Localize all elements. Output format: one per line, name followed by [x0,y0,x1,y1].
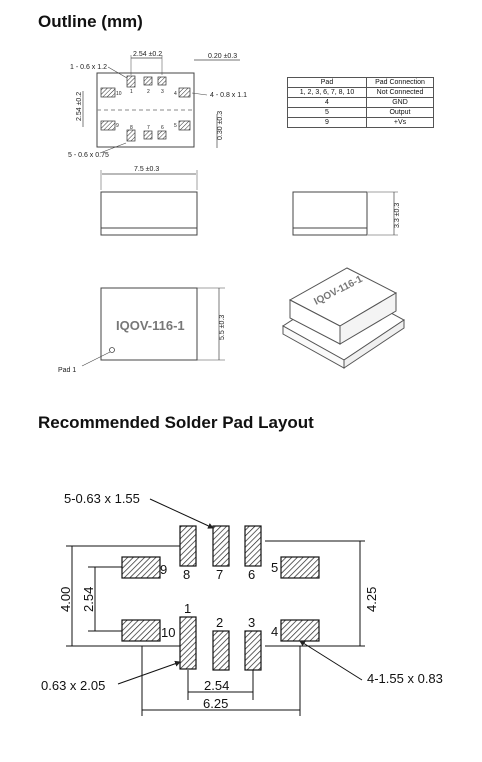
outline-side-view [100,170,398,236]
dim-left-outer: 4.00 [58,587,73,612]
pad-4-top [178,87,191,98]
tv-pin-8: 8 [130,125,133,131]
solder-pad-1 [179,616,197,670]
dim-height: 3.3 ±0.3 [394,203,401,228]
table-cell: Not Connected [366,87,434,98]
dim-edge-side: 0.30 ±0.3 [217,111,224,140]
tv-pin-4: 4 [174,91,177,97]
dim-length: 7.5 ±0.3 [134,166,159,173]
pin-5: 5 [271,560,278,575]
dim-row-pitch: 2.54 ±0.2 [76,92,83,121]
pad-1 [126,75,136,88]
solder-pad-layout [66,498,365,716]
tv-pin-9: 9 [116,123,119,129]
table-header-pad: Pad [287,77,367,88]
solder-pad-5 [280,556,320,579]
callout-right: 4-1.55 x 0.83 [367,671,443,686]
solder-layout-title: Recommended Solder Pad Layout [38,413,314,432]
outline-marking-view [81,287,225,367]
table-cell: 5 [287,107,367,118]
dim-pad-pitch: 2.54 ±0.2 [133,51,162,58]
solder-pad-9 [121,556,161,579]
outline-iso-view [282,267,405,369]
solder-pad-6 [244,525,262,567]
pad-6 [126,129,136,142]
tv-pin-10: 10 [116,91,122,97]
tv-pin-3: 3 [161,89,164,95]
pad-connection-table: Pad Pad Connection 1, 2, 3, 6, 7, 8, 10 … [287,77,434,128]
outline-top-view [82,55,240,154]
pad-10-top [100,87,116,98]
pin-4: 4 [271,624,278,639]
pin-1: 1 [184,601,191,616]
callout-top: 5-0.63 x 1.55 [64,491,140,506]
pad-5-bottom [178,120,191,131]
callout-left: 0.63 x 2.05 [41,678,105,693]
pin-10: 10 [161,625,175,640]
pad-3 [157,76,167,86]
tv-pin-6: 6 [161,125,164,131]
dim-bottom-outer: 6.25 [203,696,228,711]
outline-title: Outline (mm) [38,12,143,31]
tv-pin-5: 5 [174,123,177,129]
tv-pin-7: 7 [147,125,150,131]
table-cell: 1, 2, 3, 6, 7, 8, 10 [287,87,367,98]
table-row: 9 +Vs [287,117,434,128]
pad-8 [157,130,167,140]
solder-pad-2 [212,630,230,671]
table-cell: Output [366,107,434,118]
pin-9: 9 [160,562,167,577]
table-cell: +Vs [366,117,434,128]
callout-pad-4: 4 - 0.8 x 1.1 [210,92,247,99]
pad1-label: Pad 1 [58,367,76,374]
table-row: 1, 2, 3, 6, 7, 8, 10 Not Connected [287,87,434,98]
dim-edge: 0.20 ±0.3 [208,53,237,60]
pin-2: 2 [216,615,223,630]
pad-2 [143,76,153,86]
solder-pad-8 [179,525,197,567]
callout-pad-5: 5 - 0.6 x 0.75 [68,152,109,159]
table-header-row: Pad Pad Connection [287,77,434,88]
pad-7 [143,130,153,140]
callout-pad-1: 1 - 0.6 x 1.2 [70,64,107,71]
table-cell: 4 [287,97,367,108]
dim-right: 4.25 [364,587,379,612]
pad-9-bottom [100,120,116,131]
table-cell: 9 [287,117,367,128]
solder-pad-4 [280,619,320,642]
dim-bottom-inner: 2.54 [204,678,229,693]
table-header-connection: Pad Connection [366,77,434,88]
solder-pad-7 [212,525,230,567]
pin-3: 3 [248,615,255,630]
table-row: 5 Output [287,107,434,118]
table-cell: GND [366,97,434,108]
dim-width: 5.5 ±0.3 [219,315,226,340]
marking-text: IQOV-116-1 [116,318,185,333]
pin-8: 8 [183,567,190,582]
pin-7: 7 [216,567,223,582]
table-row: 4 GND [287,97,434,108]
pin-6: 6 [248,567,255,582]
solder-pad-10 [121,619,161,642]
tv-pin-1: 1 [130,89,133,95]
dim-left-inner: 2.54 [81,587,96,612]
tv-pin-2: 2 [147,89,150,95]
solder-pad-3 [244,630,262,671]
